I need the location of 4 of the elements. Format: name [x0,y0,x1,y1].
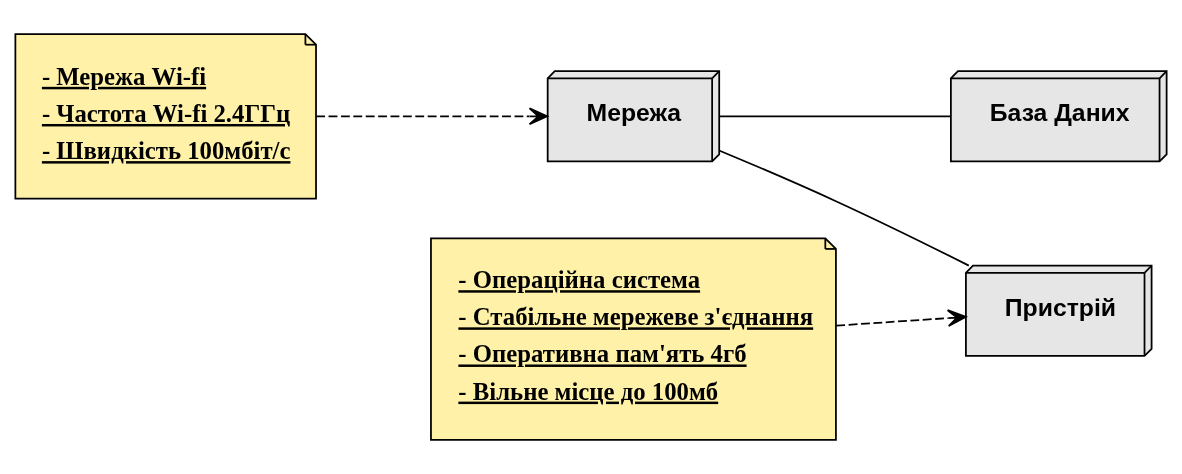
arrow [315,107,549,126]
arrow [835,309,967,327]
connector [718,149,970,267]
connector [718,115,952,118]
